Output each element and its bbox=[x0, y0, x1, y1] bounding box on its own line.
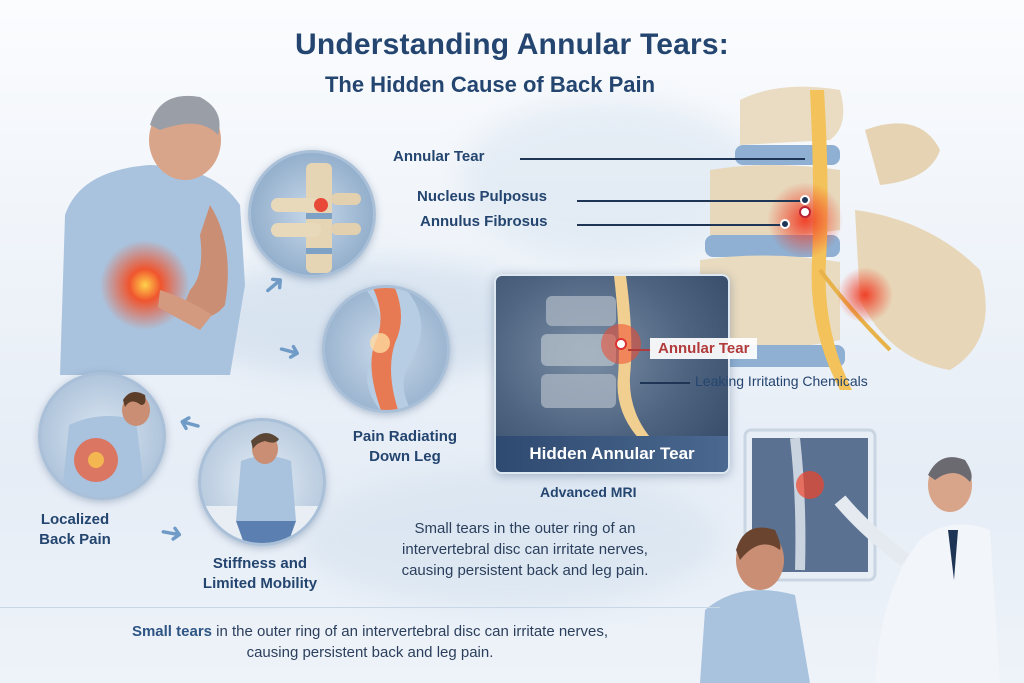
label-advanced-mri: Advanced MRI bbox=[540, 484, 637, 500]
background-wisp bbox=[300, 470, 720, 610]
label-mri-annular-tear: Annular Tear bbox=[650, 338, 758, 359]
label-annular-tear: Annular Tear bbox=[393, 148, 485, 165]
page-title: Understanding Annular Tears: bbox=[295, 28, 729, 61]
symptom-stiffness: Stiffness and Limited Mobility bbox=[202, 555, 318, 592]
leg-pain-circle bbox=[322, 285, 450, 413]
stiffness-circle bbox=[198, 418, 326, 546]
label-leaking-chemicals: Leaking Irritating Chemicals bbox=[695, 373, 868, 389]
callout-dot-annulus bbox=[780, 219, 790, 229]
callout-dot-nucleus bbox=[800, 195, 810, 205]
description-text: Small tears in the outer ring of an inte… bbox=[401, 520, 649, 579]
man-back-pain-illustration bbox=[40, 85, 270, 375]
callout-line-nucleus-pulposus bbox=[577, 200, 802, 202]
callout-line-chemicals bbox=[640, 382, 690, 384]
callout-line-mri-tear bbox=[628, 349, 652, 351]
page-subtitle: The Hidden Cause of Back Pain bbox=[324, 72, 656, 97]
spine-closeup-circle bbox=[248, 150, 376, 278]
mri-banner-hidden-annular-tear: Hidden Annular Tear bbox=[496, 436, 728, 472]
arrow-left-icon: ➜ bbox=[174, 406, 206, 443]
label-annulus-fibrosus: Annulus Fibrosus bbox=[420, 213, 548, 230]
footer-text: Small tears in the outer ring of an inte… bbox=[131, 623, 609, 661]
symptom-localized-back-pain: Localized Back Pain bbox=[39, 511, 111, 548]
arrow-right-icon: ➜ bbox=[157, 515, 186, 550]
label-nucleus-pulposus: Nucleus Pulposus bbox=[417, 188, 548, 205]
spine-anatomy-illustration bbox=[700, 70, 1010, 400]
callout-line-annular-tear bbox=[520, 158, 805, 160]
symptom-pain-radiating: Pain Radiating Down Leg bbox=[352, 428, 458, 465]
localized-back-pain-circle bbox=[38, 372, 166, 500]
footer-bold-phrase: Small tears bbox=[131, 623, 212, 640]
callout-line-annulus-fibrosus bbox=[577, 224, 782, 226]
mri-panel: Hidden Annular Tear bbox=[494, 274, 730, 474]
doctor-patient-illustration bbox=[700, 420, 1010, 683]
footer-divider bbox=[0, 607, 720, 608]
